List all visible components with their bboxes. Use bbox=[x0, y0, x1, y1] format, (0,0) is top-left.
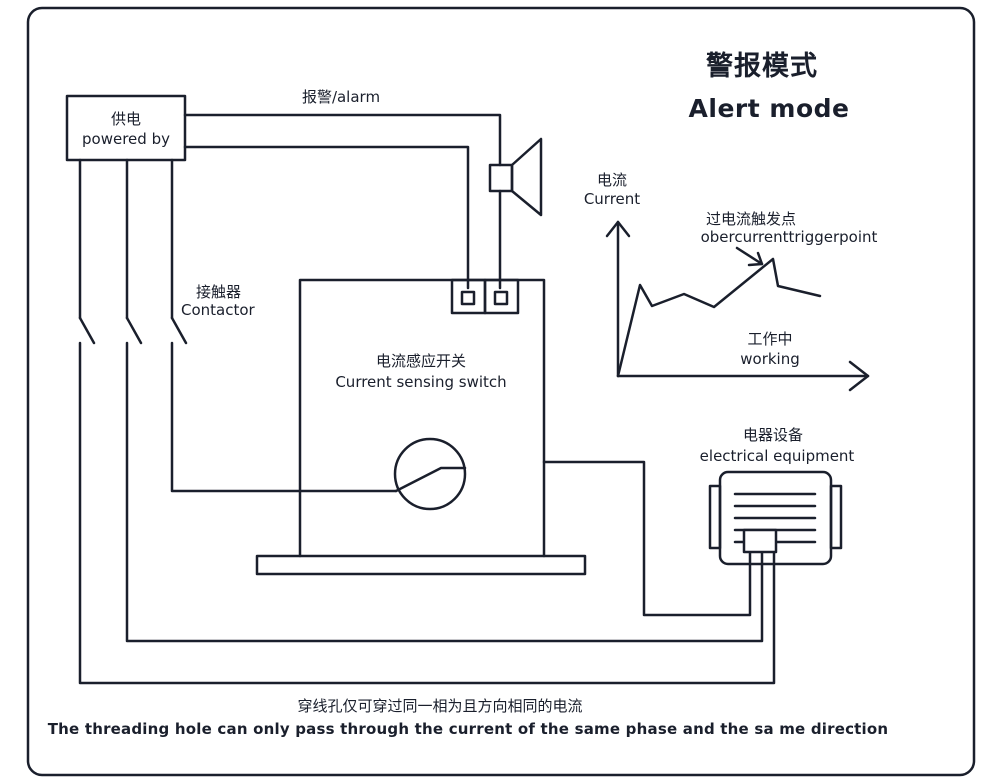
speaker-icon bbox=[488, 137, 543, 217]
switch-label-cn: 电流感应开关 bbox=[375, 352, 467, 370]
footer-note-en: The threading hole can only pass through… bbox=[47, 720, 889, 738]
power-supply-label-en: powered by bbox=[82, 130, 170, 148]
switch-base bbox=[255, 554, 587, 576]
equipment-label-en: electrical equipment bbox=[699, 447, 855, 465]
graph-current-curve bbox=[616, 257, 822, 378]
outer-frame bbox=[26, 6, 976, 777]
current-graph bbox=[605, 220, 870, 392]
contactor-switches bbox=[78, 158, 776, 685]
threading-hole-sensor bbox=[393, 437, 467, 511]
trigger-point-label-cn: 过电流触发点 bbox=[705, 210, 797, 228]
title-cn: 警报模式 bbox=[706, 51, 818, 82]
power-supply-label-cn: 供电 bbox=[110, 110, 142, 128]
footer-note-cn: 穿线孔仅可穿过同一相为且方向相同的电流 bbox=[297, 697, 583, 715]
switch-label-en: Current sensing switch bbox=[335, 373, 507, 391]
contactor-label-en: Contactor bbox=[181, 301, 255, 319]
trigger-point-label-en: obercurrenttriggerpoint bbox=[700, 228, 878, 246]
alarm-wire-inner bbox=[183, 145, 470, 290]
electrical-equipment-icon bbox=[708, 470, 843, 566]
graph-current-label-en: Current bbox=[583, 190, 641, 208]
terminal-right bbox=[493, 290, 509, 306]
contactor-label-cn: 接触器 bbox=[196, 283, 242, 301]
graph-y-arrow bbox=[605, 220, 631, 238]
graph-x-arrow bbox=[848, 360, 870, 392]
alarm-wire-outer bbox=[183, 113, 502, 167]
terminal-left bbox=[460, 290, 476, 306]
current-sensing-switch-body bbox=[298, 278, 546, 558]
trigger-arrow-line bbox=[735, 246, 764, 266]
sensor-switch-lever bbox=[394, 466, 467, 493]
terminal-block-right bbox=[483, 278, 520, 315]
alarm-label: 报警/alarm bbox=[301, 88, 381, 106]
equipment-label-cn: 电器设备 bbox=[742, 426, 804, 444]
trigger-arrow-head bbox=[747, 251, 764, 267]
working-label-en: working bbox=[740, 350, 800, 368]
equipment-wire bbox=[542, 460, 752, 617]
title-en: Alert mode bbox=[688, 94, 850, 123]
graph-current-label-cn: 电流 bbox=[596, 171, 628, 189]
working-label-cn: 工作中 bbox=[747, 330, 793, 348]
power-supply-box bbox=[65, 94, 187, 162]
